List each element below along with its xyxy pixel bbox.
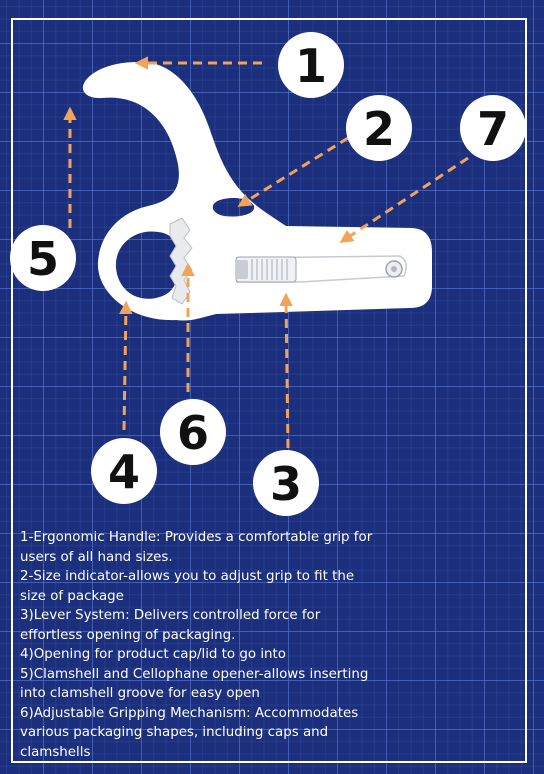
badge-3-label: 3 — [270, 457, 302, 511]
feature-legend: 1-Ergonomic Handle: Provides a comfortab… — [20, 528, 420, 761]
arrow-4 — [119, 300, 133, 431]
legend-line: 3)Lever System: Delivers controlled forc… — [20, 608, 321, 623]
badge-3: 3 — [253, 450, 319, 516]
legend-line: various packaging shapes, including caps… — [20, 725, 329, 740]
badge-2: 2 — [346, 95, 412, 161]
badge-7-label: 7 — [477, 102, 509, 156]
legend-line: 2-Size indicator-allows you to adjust gr… — [20, 569, 355, 584]
callout-badges: 1 2 7 5 6 4 3 — [10, 32, 526, 516]
badge-5: 5 — [10, 225, 76, 291]
lever-channel — [235, 255, 407, 283]
legend-line: 5)Clamshell and Cellophane opener-allows… — [20, 666, 369, 682]
gripping-jaw-teeth — [169, 217, 193, 305]
badge-1: 1 — [278, 32, 344, 98]
badge-4-label: 4 — [108, 445, 140, 499]
legend-line: effortless opening of packaging. — [20, 627, 236, 643]
legend-line: 1-Ergonomic Handle: Provides a comfortab… — [20, 530, 373, 545]
legend-line: users of all hand sizes. — [20, 549, 173, 565]
badge-6: 6 — [160, 399, 226, 465]
white-border-frame — [11, 18, 527, 763]
badge-5-label: 5 — [27, 232, 59, 286]
arrow-3 — [279, 292, 293, 449]
legend-line: into clamshell groove for easy open — [20, 686, 260, 701]
badge-7: 7 — [460, 95, 526, 161]
legend-line: size of package — [20, 588, 124, 604]
tool-body — [82, 61, 432, 321]
legend-line: 6)Adjustable Gripping Mechanism: Accommo… — [20, 705, 359, 721]
badge-2-label: 2 — [363, 102, 395, 156]
callout-arrows — [63, 56, 469, 449]
legend-line: clamshells — [20, 744, 91, 760]
opener-tool-illustration — [82, 61, 432, 321]
lever-knob — [235, 256, 297, 283]
arrow-2 — [237, 136, 349, 207]
badge-6-label: 6 — [177, 406, 209, 460]
badge-1-label: 1 — [295, 39, 327, 93]
legend-line: 4)Opening for product cap/lid to go into — [20, 647, 286, 662]
badge-4: 4 — [91, 438, 157, 504]
arrow-7 — [339, 156, 469, 243]
